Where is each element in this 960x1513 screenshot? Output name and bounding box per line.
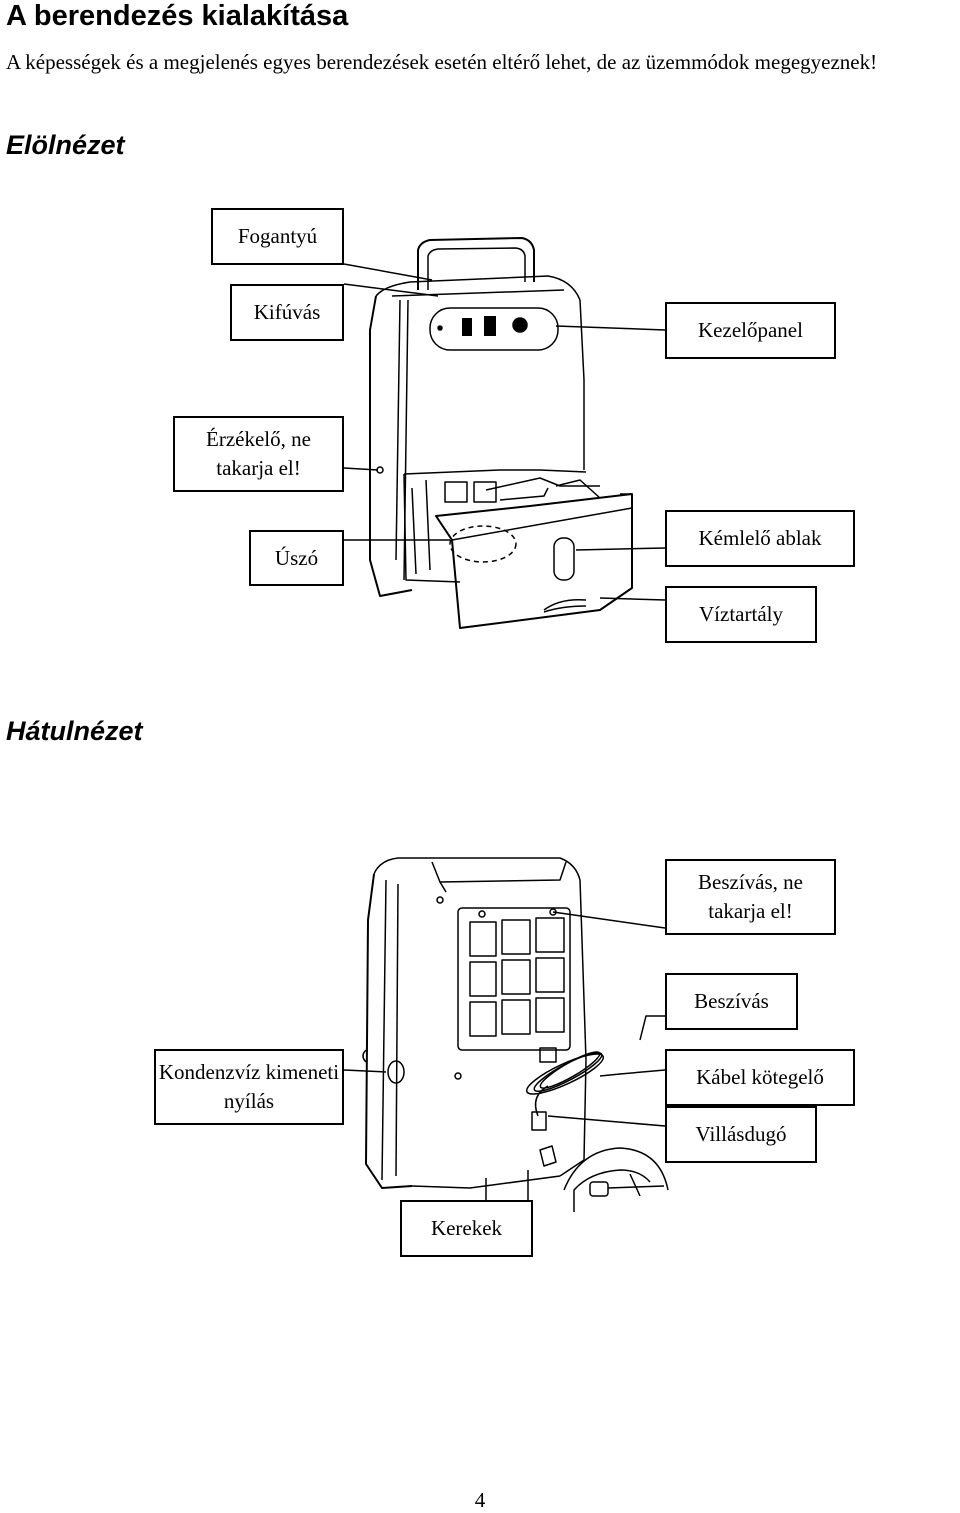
label-plug: Villásdugó <box>665 1106 817 1163</box>
label-outlet: Kifúvás <box>230 284 344 341</box>
label-control-panel: Kezelőpanel <box>665 302 836 359</box>
label-condensate-drain: Kondenzvíz kimeneti nyílás <box>154 1049 344 1125</box>
label-handle: Fogantyú <box>211 208 344 265</box>
label-sensor: Érzékelő, ne takarja el! <box>173 416 344 492</box>
label-wheels: Kerekek <box>400 1200 533 1257</box>
label-sight-window: Kémlelő ablak <box>665 510 855 567</box>
back-dehumidifier-illustration <box>362 857 669 1212</box>
label-float: Úszó <box>249 530 344 586</box>
label-intake: Beszívás <box>665 973 798 1030</box>
back-view-title: Hátulnézet <box>6 716 143 746</box>
front-view-title: Elölnézet <box>6 130 125 160</box>
front-dehumidifier-illustration <box>369 237 633 629</box>
intro-paragraph: A képességek és a megjelenés egyes beren… <box>6 50 878 74</box>
page-number: 4 <box>474 1488 486 1512</box>
label-intake-warning: Beszívás, ne takarja el! <box>665 859 836 935</box>
page-title: A berendezés kialakítása <box>6 0 349 32</box>
label-water-tank: Víztartály <box>665 586 817 643</box>
label-cable-wrap: Kábel kötegelő <box>665 1049 855 1106</box>
